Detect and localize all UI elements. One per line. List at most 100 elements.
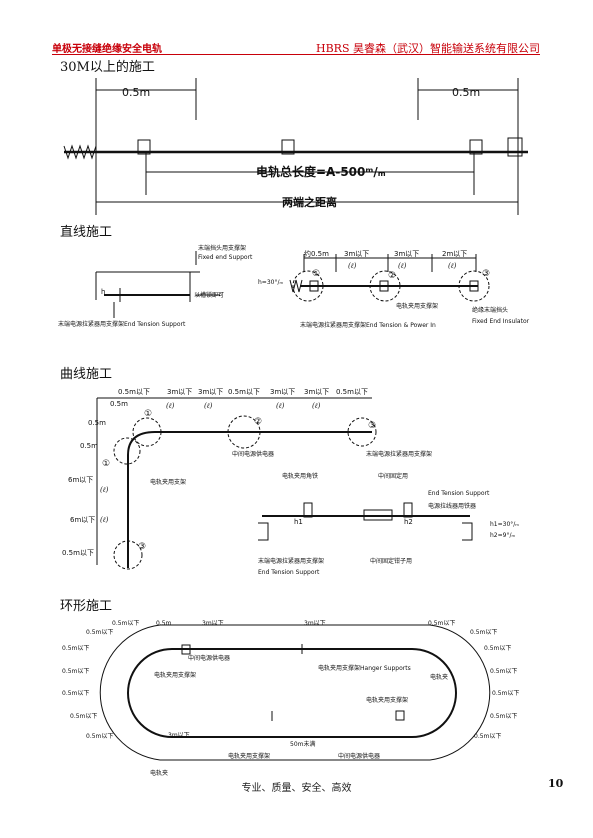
fig4-lm4: (ℓ) — [312, 402, 321, 410]
fig4-lm6: (ℓ) — [100, 516, 109, 524]
fig6-outer-dim — [99, 624, 491, 761]
fig4-mid-power: 中间电源供电器 — [232, 450, 274, 458]
fig4-circle-1b — [113, 437, 141, 465]
fig4-n1b: ① — [102, 459, 110, 469]
fig4-t7: 0.5m以下 — [336, 388, 368, 396]
fig-30m — [63, 78, 528, 215]
fig3-n1: ① — [312, 269, 320, 279]
fig1-end-block — [507, 137, 523, 157]
fig3-tension-power: 末端电源拉紧器用支撑架End Tension & Power In — [300, 321, 436, 329]
fig3-n3: ③ — [482, 269, 490, 279]
fig6-clamp-b: 电轨夹用支撑架 — [366, 696, 408, 704]
fig3-end — [469, 280, 479, 292]
fig5-end-tension-en2: End Tension Support — [258, 569, 320, 576]
fig4-l2: 6m以下 — [70, 516, 95, 524]
fig4-a1: 0.5m — [110, 400, 128, 408]
fig4-t2: 3m以下 — [167, 388, 192, 396]
fig4-l1: 6m以下 — [68, 476, 93, 484]
fig1-spring — [63, 144, 97, 160]
company-name: HBRS 昊睿森（武汉）智能输送系统有限公司 — [316, 42, 540, 55]
fig6-rail — [127, 648, 457, 738]
section-title-curve: 曲线施工 — [60, 367, 113, 382]
fig6-rail-clamp-a: 电轨夹 — [430, 673, 448, 681]
fig4-a3: 0.5m — [80, 442, 98, 450]
fig6-left-1: 0.5m以下 — [62, 645, 89, 652]
fig4-lm2: (ℓ) — [204, 402, 213, 410]
fig3-seg3: 3m以下 — [394, 250, 419, 258]
fig2-fixed-end-en: Fixed end Support — [198, 254, 253, 261]
fig4-circle-3 — [347, 417, 377, 447]
fig6-left-2: 0.5m以下 — [62, 668, 89, 675]
fig6-right-2: 0.5m以下 — [490, 668, 517, 675]
fig4-circle-2 — [227, 415, 261, 449]
fig5-mid-clip: 中间固定钳子用 — [370, 557, 412, 565]
fig3-l-3: (ℓ) — [448, 262, 457, 270]
fig3-l-2: (ℓ) — [398, 262, 407, 270]
fig5-clamp-angle: 电轨夹用角铁 — [282, 472, 318, 480]
fig5-left-bracket — [258, 522, 269, 541]
fig6-right-4: 0.5m以下 — [490, 713, 517, 720]
fig3-angle: h=30°/ₘ — [258, 279, 283, 286]
fig6-power-b — [395, 710, 405, 721]
fig6-left-0: 0.5m以下 — [86, 629, 113, 636]
fig3-insulator-en: Fixed End Insulator — [472, 318, 530, 325]
fig6-ring — [99, 624, 491, 761]
fig6-right-1: 0.5m以下 — [484, 645, 511, 652]
fig6-right-5: 0.5m以下 — [474, 733, 501, 740]
fig3-n2: ② — [388, 271, 396, 281]
fig6-t2: 0.5m — [156, 620, 172, 627]
fig4-t3: 3m以下 — [198, 388, 223, 396]
fig4-t4: 0.5m以下 — [228, 388, 260, 396]
fig2-tension-support: 末端电源拉紧器用支撑架End Tension Support — [58, 320, 186, 328]
fig5-h2: h2 — [404, 518, 413, 526]
fig4-curve — [96, 397, 377, 570]
fig6-clamp-c: 电轨夹用支撑架 — [228, 752, 270, 760]
fig5-mid-fixed: 中间固定用 — [378, 472, 408, 480]
fig5-angles2: h2=9°/ₘ — [490, 532, 515, 539]
fig3-circle-2 — [369, 270, 401, 302]
fig3-l-1: (ℓ) — [348, 262, 357, 270]
fig1-rail-length: 电轨总长度=A-500ᵐ/ₘ — [256, 164, 386, 179]
fig6-t1: 0.5m以下 — [112, 620, 139, 627]
fig4-t1: 0.5m以下 — [118, 388, 150, 396]
fig6-rail-clamp-b: 电轨夹 — [150, 769, 168, 777]
fig6-right-3: 0.5m以下 — [492, 690, 519, 697]
fig5-angles: h1=30°/ₘ — [490, 521, 519, 528]
fig4-circle-1 — [132, 417, 162, 447]
fig5-detail — [258, 502, 473, 541]
fig6-mid-power-a: 中间电源供电器 — [188, 654, 230, 662]
section-title-ring: 环形施工 — [60, 599, 113, 614]
fig4-n3: ③ — [368, 421, 376, 431]
fig3-circle-3 — [458, 270, 490, 302]
fig3-seg1: 约0.5m — [304, 249, 329, 258]
fig5-end-tension-cn: 末端电源拉紧器用支撑架 — [258, 557, 324, 565]
fig2-slot-lock: 以槽锁即可 — [194, 291, 224, 299]
document-title: 单极无接缝绝缘安全电轨 — [52, 44, 162, 55]
fig4-circle-3b — [113, 540, 143, 570]
section-title-30m: 30M以上的施工 — [60, 60, 155, 75]
fig5-end-tension-en: End Tension Support — [428, 490, 490, 497]
fig4-lm5: (ℓ) — [100, 486, 109, 494]
fig3-seg2: 3m以下 — [344, 250, 369, 258]
fig1-support-3 — [469, 139, 483, 155]
fig6-power-a — [181, 644, 191, 655]
section-title-straight: 直线施工 — [60, 225, 113, 240]
fig4-clamp-support: 电轨夹用支架 — [150, 478, 186, 486]
fig4-n1: ① — [144, 409, 152, 419]
fig6-mid-power-b: 中间电源供电器 — [338, 752, 380, 760]
fig5-h1: h1 — [294, 518, 303, 526]
fig4-lm3: (ℓ) — [276, 402, 285, 410]
fig6-right-dims: 0.5m以下 0.5m以下 0.5m以下 0.5m以下 0.5m以下 0.5m以… — [470, 629, 519, 740]
page-number: 10 — [548, 777, 564, 790]
fig2-bracket — [95, 251, 220, 318]
fig4-lm1: (ℓ) — [166, 402, 175, 410]
footer-slogan: 专业、质量、安全、高效 — [241, 783, 352, 794]
fig6-bottom-50m: 50m未满 — [290, 740, 315, 748]
fig6-right-0: 0.5m以下 — [470, 629, 497, 636]
fig6-left-dims: 0.5m以下 0.5m以下 0.5m以下 0.5m以下 0.5m以下 0.5m以… — [62, 629, 113, 740]
fig3-seg4: 2m以下 — [442, 250, 467, 258]
fig4-n2: ② — [254, 417, 262, 427]
fig1-dim-left-label: 0.5m — [122, 86, 150, 99]
